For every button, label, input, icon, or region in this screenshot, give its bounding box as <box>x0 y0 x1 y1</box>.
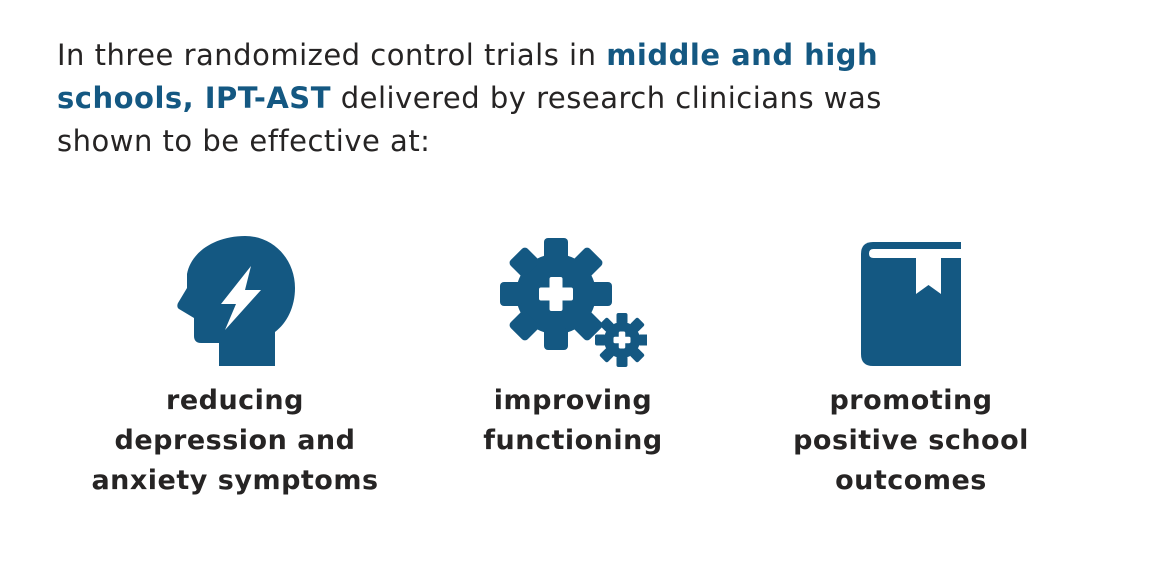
outcomes-row: reducing depression and anxiety symptoms <box>0 229 1152 501</box>
outcome-functioning: improving functioning <box>418 229 728 501</box>
outcome-caption: reducing depression and anxiety symptoms <box>91 385 379 496</box>
gears-medical-icon <box>499 229 647 379</box>
outcome-caption: improving functioning <box>483 385 663 456</box>
book-bookmark-icon <box>861 229 961 379</box>
head-lightning-icon <box>175 229 295 379</box>
outcome-caption: promoting positive school outcomes <box>793 385 1029 496</box>
outcome-depression: reducing depression and anxiety symptoms <box>80 229 390 501</box>
intro-text: In three randomized control trials in mi… <box>57 38 882 158</box>
outcome-school: promoting positive school outcomes <box>756 229 1066 501</box>
